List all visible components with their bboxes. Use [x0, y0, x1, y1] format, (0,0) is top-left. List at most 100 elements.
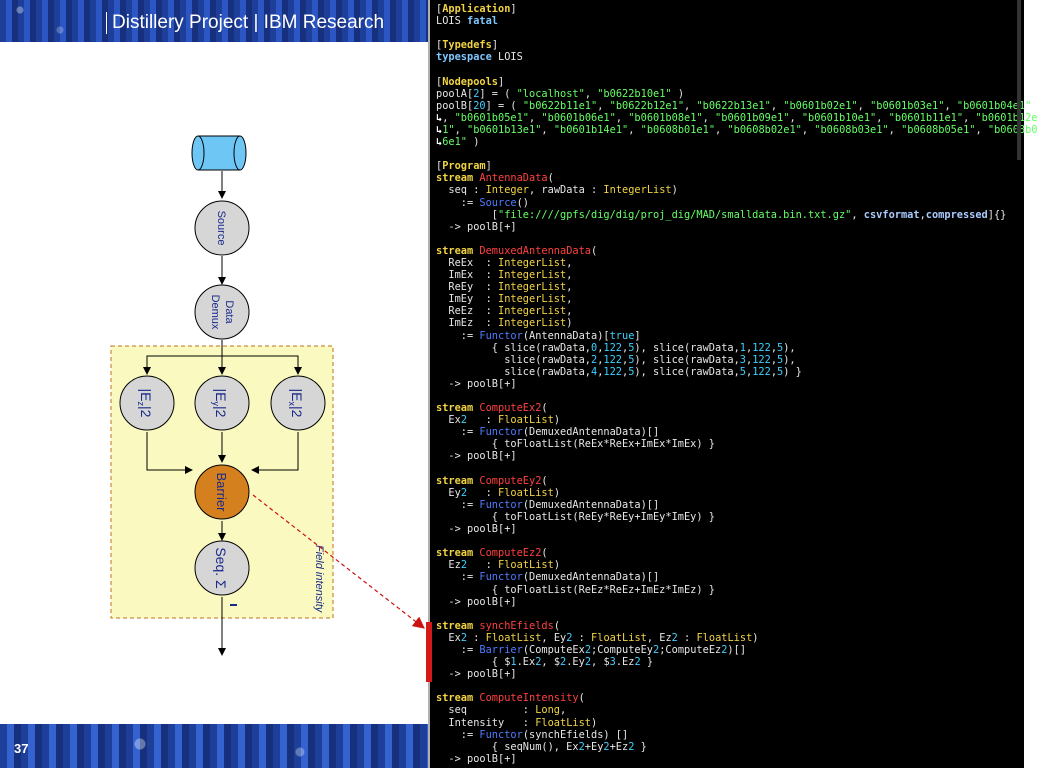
code-line: [Typedefs]: [436, 39, 1044, 51]
code-token: (: [553, 619, 561, 632]
code-token: 1": [442, 123, 455, 136]
code-terminal-panel[interactable]: [Application]LOIS fatal [Typedefs]typesp…: [428, 0, 1044, 768]
code-token: Functor: [479, 498, 523, 511]
code-token: ↴: [1037, 123, 1044, 136]
ex-squared-node: [270, 375, 326, 431]
code-token: ,: [584, 87, 598, 100]
code-token: (ComputeEx: [522, 643, 585, 656]
scrollbar-thumb[interactable]: [1017, 0, 1021, 160]
code-token: "b0601b12e: [975, 111, 1038, 124]
code-token: 122: [603, 365, 622, 378]
source-node-label: Source: [215, 211, 227, 246]
code-token: "b0601b09e1": [715, 111, 790, 124]
ex-squared-label: |Ex|2: [287, 389, 305, 418]
code-token: "b0601b10e1": [801, 111, 877, 124]
code-token: "b0608b0: [987, 123, 1038, 136]
code-token: ,: [944, 99, 957, 112]
code-token: ] = (: [479, 87, 517, 100]
code-token: ,: [622, 365, 629, 378]
code-token: ComputeEx2: [479, 402, 542, 415]
code-token: ),: [783, 341, 796, 354]
code-token: :=: [436, 196, 480, 209]
code-line: { toFloatList(ReEy*ReEy+ImEy*ImEy) }: [436, 511, 1044, 523]
code-token: ): [671, 87, 685, 100]
code-token: stream: [436, 172, 474, 185]
code-token: (: [547, 172, 554, 185]
code-token: ,: [876, 111, 889, 124]
ey-squared-label: |Ey|2: [211, 389, 229, 418]
code-token: ,: [857, 99, 871, 112]
code-token: ,: [560, 704, 567, 717]
code-token: [: [436, 3, 443, 15]
code-token: ,: [566, 305, 573, 318]
code-token: (: [541, 474, 548, 487]
code-token: csvformat: [863, 208, 920, 221]
code-token: "b0608b02e1": [727, 123, 802, 136]
code-token: compressed: [925, 208, 988, 221]
code-token: "b0601b05e1": [454, 111, 530, 124]
code-line: LOIS fatal: [436, 15, 1044, 27]
code-token: Program: [442, 160, 486, 173]
code-token: ,: [597, 99, 610, 112]
code-token: ,: [597, 365, 604, 378]
code-line: Ex2 : FloatList): [436, 414, 1044, 426]
code-token: 2: [584, 656, 592, 669]
code-token: Functor: [479, 426, 523, 439]
code-token: +Ez: [609, 740, 629, 753]
code-token: (DemuxedAntennaData)[]: [522, 498, 660, 511]
code-token: ,: [622, 341, 629, 354]
code-token: LOIS: [436, 15, 467, 28]
code-token: { $: [436, 656, 511, 669]
code-line: -> poolB[+]: [436, 450, 1044, 462]
code-token: ,: [622, 353, 629, 366]
code-token: Functor: [479, 728, 523, 741]
code-line: := Source(): [436, 197, 1044, 209]
barrier-label: Barrier: [214, 472, 229, 512]
code-highlight-marker: [426, 622, 432, 682]
code-token: :=: [436, 571, 480, 584]
code-token: { seqNum(), Ex: [436, 740, 579, 753]
code-token: Intensity :: [436, 716, 536, 729]
code-token: :=: [436, 498, 480, 511]
code-token: IntegerList: [498, 317, 567, 330]
code-token: ,: [702, 111, 716, 124]
code-token: ,: [615, 111, 629, 124]
code-token: seq :: [436, 704, 536, 717]
code-token: slice(rawData,: [436, 365, 591, 378]
code-token: ImEz :: [436, 317, 498, 330]
code-line: { seqNum(), Ex2+Ey2+Ez2 }: [436, 741, 1044, 753]
code-token: (): [516, 196, 530, 209]
code-token: ,: [684, 99, 697, 112]
code-token: IntegerList: [498, 269, 567, 282]
code-token: [: [436, 39, 443, 52]
code-token: ComputeEz2: [479, 547, 542, 560]
code-token: [: [436, 160, 443, 173]
code-token: "b0601b08e1": [628, 111, 703, 124]
code-token: ReEz :: [436, 305, 498, 318]
code-token: Integer: [485, 184, 530, 197]
code-token: ]: [634, 329, 641, 342]
code-token: 6e1": [442, 136, 468, 149]
code-line: [436, 608, 1044, 620]
code-token: ,: [919, 208, 926, 221]
code-token: , Ey: [541, 631, 567, 644]
code-token: 122: [603, 341, 622, 354]
code-line: Intensity : FloatList): [436, 717, 1044, 729]
code-token: LOIS: [491, 51, 523, 64]
code-token: 122: [752, 341, 771, 354]
code-token: 122: [603, 353, 622, 366]
code-line: [436, 535, 1044, 547]
code-token: 2: [535, 656, 542, 669]
code-line: Ey2 : FloatList): [436, 487, 1044, 499]
code-token: Source: [479, 196, 517, 209]
code-line: ReEy : IntegerList,: [436, 281, 1044, 293]
code-token: 122: [752, 353, 771, 366]
code-token: (: [578, 692, 585, 705]
code-line: := Functor(DemuxedAntennaData)[]: [436, 499, 1044, 511]
code-token: fatal: [467, 15, 498, 28]
slide-header-band: [0, 0, 428, 42]
header-separator: [106, 12, 107, 34]
code-token: 5: [777, 365, 784, 378]
code-line: ["file:////gpfs/dig/dig/proj_dig/MAD/sma…: [436, 209, 1044, 221]
code-token: 2: [460, 414, 468, 427]
